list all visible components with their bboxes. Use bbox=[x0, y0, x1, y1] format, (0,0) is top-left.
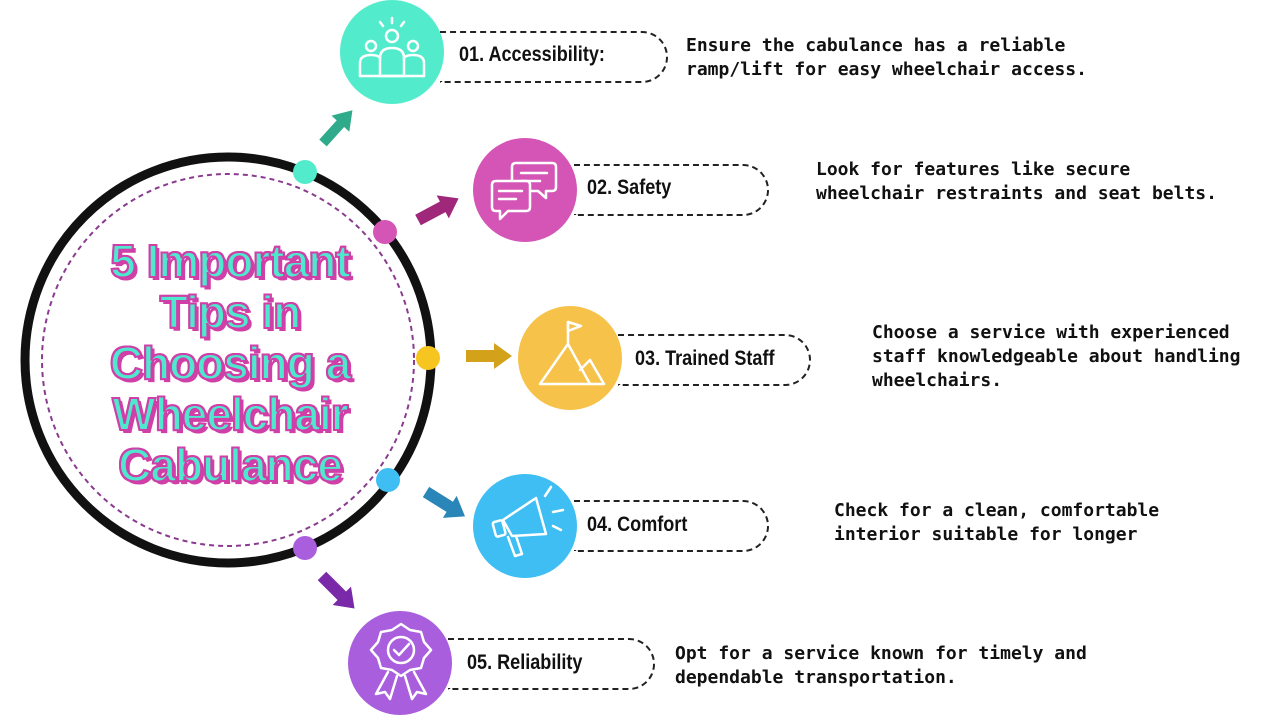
tip-1-line-2: ramp/lift for easy wheelchair access. bbox=[686, 59, 1087, 80]
tip-3-line-3: wheelchairs. bbox=[872, 370, 1003, 391]
tip-5-line-2: dependable transportation. bbox=[675, 667, 957, 688]
tip-4-line-2: interior suitable for longer bbox=[834, 524, 1138, 545]
title-line-2: Tips in bbox=[159, 286, 302, 339]
arrow-5 bbox=[317, 571, 355, 609]
tip-5-label: 05. Reliability bbox=[467, 651, 583, 674]
icon-circle-1 bbox=[340, 0, 444, 104]
tip-4-label: 04. Comfort bbox=[587, 513, 688, 536]
tip-3-description: Choose a service with experienced staff … bbox=[872, 321, 1240, 393]
chat-bubbles-icon bbox=[490, 161, 558, 221]
ring-dot-2 bbox=[373, 220, 397, 244]
ring-dot-3 bbox=[416, 346, 440, 370]
title-line-5: Cabulance bbox=[117, 439, 344, 492]
tip-5-line-1: Opt for a service known for timely and bbox=[675, 643, 1087, 664]
tip-1-label: 01. Accessibility: bbox=[459, 43, 605, 66]
tip-2-label: 02. Safety bbox=[587, 176, 672, 199]
title-line-3: Choosing a bbox=[109, 337, 352, 390]
tip-4-label-pill bbox=[574, 500, 769, 552]
tip-2-line-2: wheelchair restraints and seat belts. bbox=[816, 183, 1217, 204]
tip-2-description: Look for features like secure wheelchair… bbox=[816, 158, 1217, 206]
ring-dot-4 bbox=[376, 468, 400, 492]
diagram-title: 5 Important Tips in Choosing a Wheelchai… bbox=[80, 235, 380, 492]
tip-1-label-pill bbox=[440, 31, 668, 83]
tip-3-line-1: Choose a service with experienced bbox=[872, 322, 1230, 343]
tip-2-line-1: Look for features like secure bbox=[816, 159, 1131, 180]
ring-dot-1 bbox=[293, 160, 317, 184]
people-group-icon bbox=[358, 16, 426, 78]
tip-3-label: 03. Trained Staff bbox=[635, 347, 775, 370]
arrow-1 bbox=[319, 110, 353, 147]
megaphone-icon bbox=[491, 485, 565, 558]
tip-4-line-1: Check for a clean, comfortable bbox=[834, 500, 1160, 521]
icon-circle-4 bbox=[473, 474, 577, 578]
arrow-2 bbox=[415, 195, 459, 226]
tip-5-description: Opt for a service known for timely and d… bbox=[675, 642, 1087, 690]
tip-1-description: Ensure the cabulance has a reliable ramp… bbox=[686, 34, 1087, 82]
tip-5-label-pill bbox=[448, 638, 655, 690]
arrow-3 bbox=[466, 343, 512, 369]
tip-4-description: Check for a clean, comfortable interior … bbox=[834, 499, 1159, 547]
title-line-1: 5 Important bbox=[109, 235, 351, 288]
award-badge-icon bbox=[369, 622, 433, 701]
inner-dashed-ring bbox=[41, 173, 415, 547]
title-line-4: Wheelchair bbox=[111, 388, 349, 441]
arrow-4 bbox=[422, 486, 466, 518]
mountain-flag-icon bbox=[538, 320, 606, 386]
tip-3-label-pill bbox=[618, 334, 811, 386]
tip-1-line-1: Ensure the cabulance has a reliable bbox=[686, 35, 1066, 56]
tip-2-label-pill bbox=[574, 164, 769, 216]
tip-3-line-2: staff knowledgeable about handling bbox=[872, 346, 1241, 367]
ring-dot-5 bbox=[293, 536, 317, 560]
